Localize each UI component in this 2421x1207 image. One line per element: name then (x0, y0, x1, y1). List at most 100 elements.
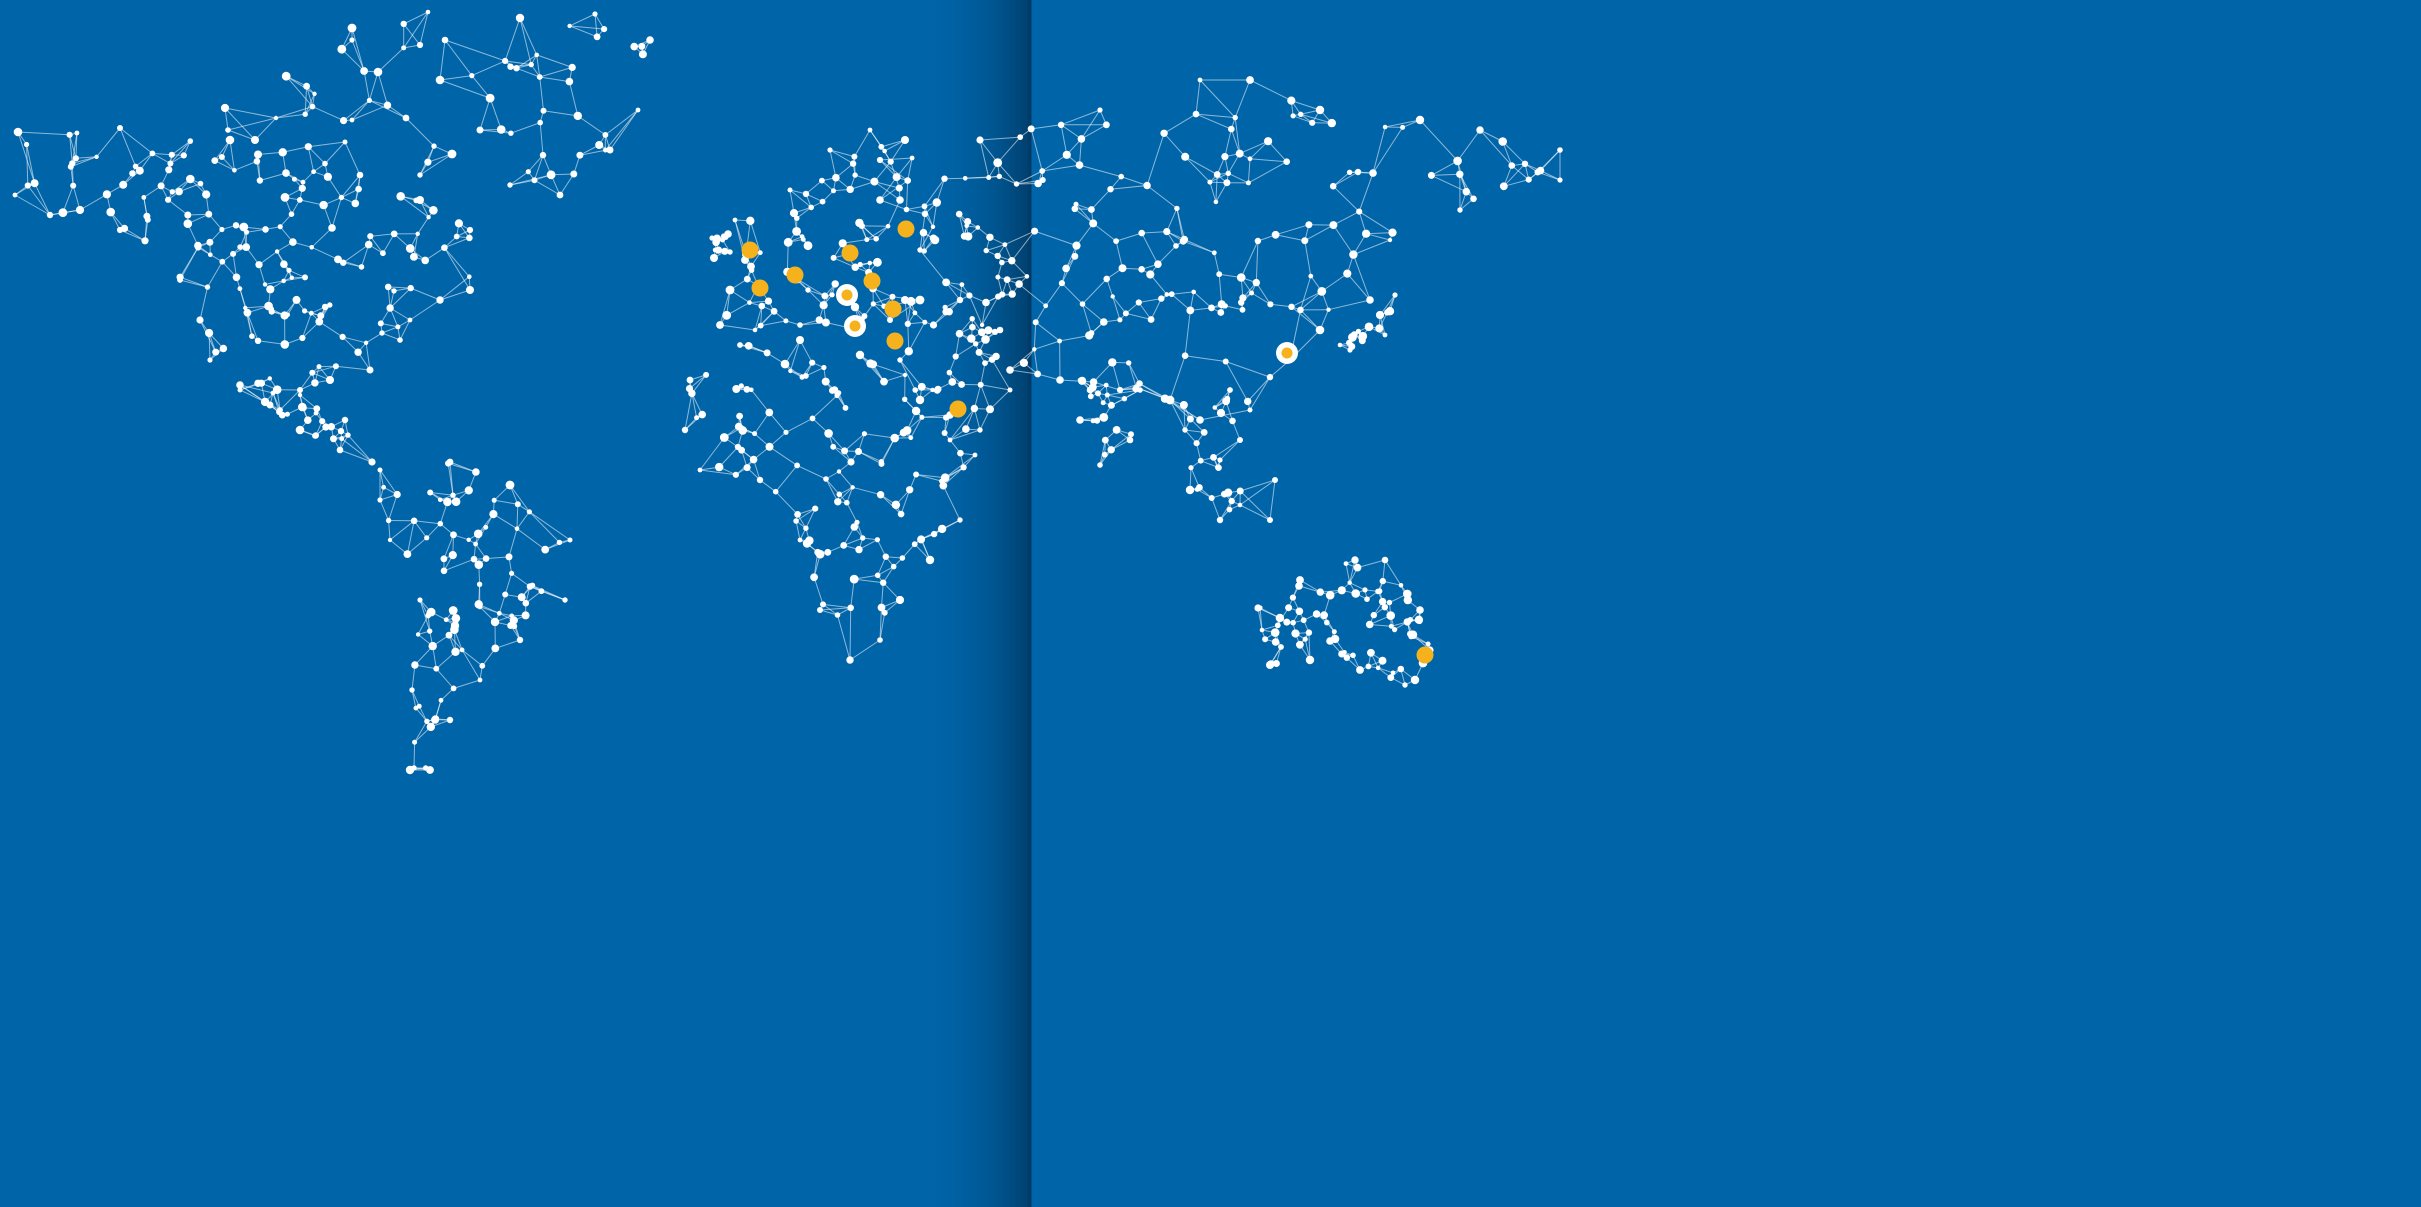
network-link (403, 11, 429, 49)
network-node-icon (834, 498, 842, 506)
network-link (1332, 171, 1350, 187)
network-node-icon (897, 357, 903, 363)
network-link (910, 417, 923, 438)
network-node-icon (1476, 126, 1484, 134)
network-node-icon (1378, 597, 1387, 606)
network-node-icon (470, 555, 478, 563)
office-dot-icon[interactable] (1416, 646, 1434, 664)
network-node-icon (880, 377, 888, 386)
network-node-icon (1347, 580, 1352, 585)
network-node-icon (1316, 588, 1325, 596)
network-link (1431, 160, 1458, 176)
network-node-icon (1058, 280, 1065, 287)
network-node-icon (141, 195, 147, 200)
network-node-icon (747, 300, 752, 305)
office-dot-icon[interactable] (897, 220, 915, 238)
network-node-icon (1257, 605, 1263, 611)
network-node-icon (277, 224, 283, 230)
network-node-icon (507, 63, 514, 70)
network-link (1300, 291, 1323, 311)
network-node-icon (447, 149, 457, 159)
network-node-icon (316, 364, 322, 370)
network-node-icon (1062, 264, 1070, 273)
network-link (388, 520, 391, 541)
network-node-icon (281, 71, 291, 81)
office-dot-icon[interactable] (886, 332, 904, 350)
network-link (980, 384, 991, 410)
network-node-icon (1369, 169, 1377, 177)
network-node-icon (981, 335, 990, 344)
network-node-icon (424, 718, 430, 724)
network-link (919, 226, 934, 251)
office-dot-icon[interactable] (841, 244, 859, 262)
network-node-icon (565, 77, 574, 86)
network-node-icon (421, 256, 430, 265)
network-node-icon (1182, 427, 1188, 433)
network-node-icon (1212, 405, 1218, 410)
network-link (331, 197, 342, 229)
network-node-icon (844, 499, 850, 506)
network-link (1240, 240, 1259, 278)
network-node-icon (1227, 387, 1233, 393)
network-node-icon (1387, 674, 1395, 681)
network-link (1171, 293, 1191, 311)
network-link (768, 412, 787, 433)
office-dot-icon[interactable] (741, 241, 759, 259)
network-link (1199, 79, 1236, 118)
network-node-icon (964, 232, 973, 241)
network-link (944, 454, 976, 479)
network-link (1300, 275, 1312, 311)
network-node-icon (1027, 125, 1035, 133)
network-node-icon (857, 261, 863, 268)
network-node-icon (1331, 629, 1337, 635)
network-node-icon (368, 458, 376, 466)
network-node-icon (1536, 166, 1545, 175)
network-node-icon (334, 255, 342, 264)
network-link (949, 408, 975, 441)
network-node-icon (978, 328, 986, 337)
network-link (1199, 409, 1251, 421)
network-node-icon (1262, 636, 1269, 643)
network-node-icon (792, 227, 801, 236)
network-link (609, 109, 639, 151)
network-link (1082, 303, 1105, 323)
network-node-icon (895, 595, 905, 605)
office-dot-icon[interactable] (786, 266, 804, 284)
office-dot-icon[interactable] (884, 300, 902, 318)
network-link (577, 115, 606, 136)
network-node-icon (180, 152, 187, 159)
network-node-icon (339, 436, 345, 442)
network-node-icon (1355, 328, 1361, 334)
office-dot-icon[interactable] (863, 272, 881, 290)
network-node-icon (426, 722, 435, 732)
network-node-icon (1237, 502, 1243, 508)
network-link (838, 471, 853, 488)
network-node-icon (908, 435, 914, 441)
network-node-icon (1309, 119, 1316, 126)
network-node-icon (1289, 594, 1296, 601)
network-node-icon (852, 172, 858, 178)
network-node-icon (831, 188, 836, 194)
office-dot-icon[interactable] (751, 279, 769, 297)
network-node-icon (426, 215, 431, 220)
network-node-icon (1386, 611, 1395, 620)
network-node-icon (1290, 619, 1296, 626)
region-japan (1337, 292, 1398, 353)
network-node-icon (1073, 201, 1079, 207)
network-link (879, 612, 886, 641)
office-dot-icon[interactable] (949, 400, 967, 418)
network-node-icon (143, 212, 151, 220)
network-node-icon (476, 126, 484, 134)
network-link (307, 146, 315, 172)
network-node-icon (996, 173, 1002, 180)
network-node-icon (1358, 335, 1364, 341)
network-link (1141, 232, 1159, 265)
network-node-icon (878, 143, 885, 150)
network-link (879, 607, 882, 641)
network-link (684, 393, 693, 431)
network-node-icon (929, 234, 938, 243)
network-node-icon (381, 484, 386, 490)
network-node-icon (1356, 666, 1364, 674)
network-node-icon (410, 253, 418, 261)
network-link (1213, 252, 1220, 275)
